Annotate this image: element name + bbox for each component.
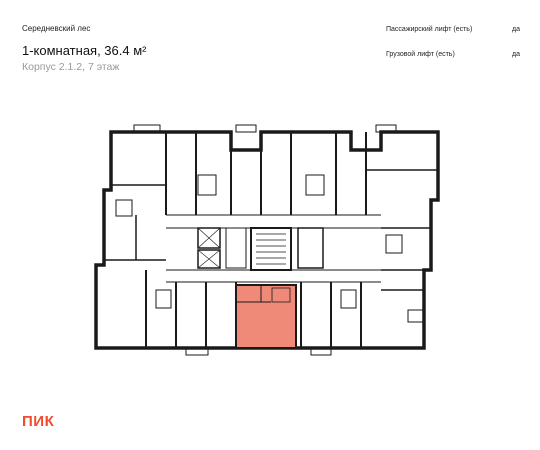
pik-logo: ПИК bbox=[22, 413, 55, 430]
header: Середневский лес 1-комнатная, 36.4 м² Ко… bbox=[22, 24, 147, 73]
property-label: Пассажирский лифт (есть) bbox=[386, 26, 473, 33]
property-row-freight-lift: Грузовой лифт (есть) да bbox=[386, 49, 520, 60]
properties-list: Пассажирский лифт (есть) да Грузовой лиф… bbox=[386, 24, 520, 60]
property-label: Грузовой лифт (есть) bbox=[386, 51, 455, 58]
highlighted-apartment[interactable] bbox=[235, 284, 297, 349]
property-value: да bbox=[512, 51, 520, 58]
page-subtitle: Корпус 2.1.2, 7 этаж bbox=[22, 61, 120, 73]
page-title: 1-комнатная, 36.4 м² bbox=[22, 43, 147, 58]
property-row-passenger-lift: Пассажирский лифт (есть) да bbox=[386, 24, 520, 35]
floor-plan bbox=[94, 124, 440, 356]
complex-name: Середневский лес bbox=[22, 24, 91, 33]
property-value: да bbox=[512, 26, 520, 33]
